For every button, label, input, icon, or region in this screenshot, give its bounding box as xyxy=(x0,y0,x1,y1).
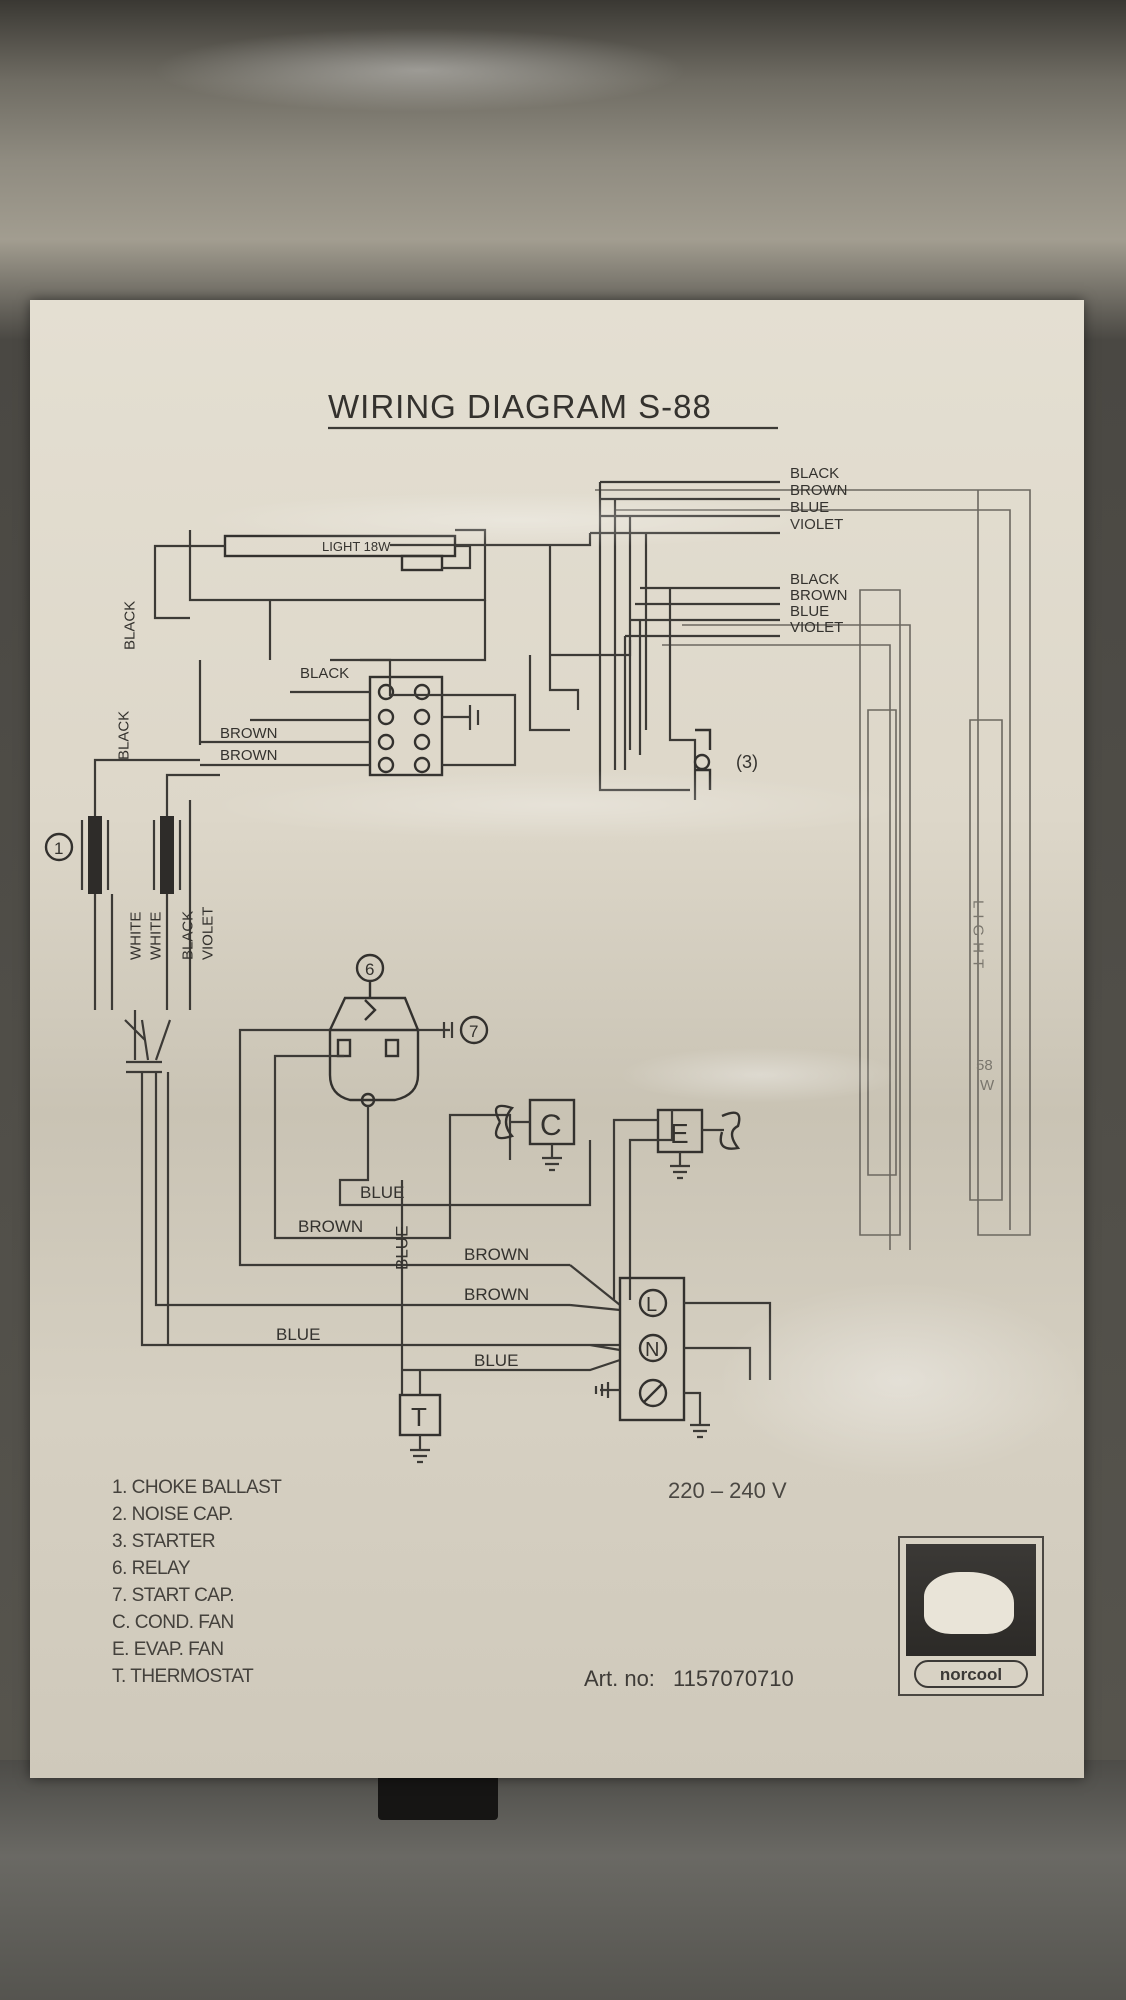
lamp-right-label-2: 58 xyxy=(976,1057,993,1074)
legend-item: 6. RELAY xyxy=(112,1558,191,1579)
starter: (3) xyxy=(693,728,758,790)
wire-label-black-top-2: BLACK xyxy=(790,571,839,588)
polar-bear-icon xyxy=(906,1544,1036,1656)
legend-item: E. EVAP. FAN xyxy=(112,1639,224,1660)
wire-label-brown-top: BROWN xyxy=(790,482,848,499)
wire-label-blue-therm: BLUE xyxy=(474,1351,518,1370)
lamp-right-label-3: W xyxy=(980,1077,995,1094)
voltage-label: 220 – 240 V xyxy=(668,1478,787,1503)
legend-item: 2. NOISE CAP. xyxy=(112,1504,233,1525)
article-number-label: Art. no: xyxy=(584,1666,655,1691)
wire-label-white-1: WHITE xyxy=(128,912,145,960)
evaporator-fan: E xyxy=(612,1108,741,1300)
top-wire-bundle xyxy=(390,480,780,800)
bear-shape-icon xyxy=(924,1572,1014,1634)
right-lamp-assembly: LIGHT 58 W xyxy=(595,489,1031,1250)
article-number-value: 1157070710 xyxy=(673,1666,794,1691)
top-lamp: LIGHT 18W xyxy=(153,528,487,660)
main-terminal: L N xyxy=(402,1264,772,1439)
wire-label-brown-top-2: BROWN xyxy=(790,587,848,604)
wire-label-blue-top-2: BLUE xyxy=(790,603,829,620)
wire-label-blue-relay: BLUE xyxy=(360,1183,404,1202)
wire-label-violet-top: VIOLET xyxy=(790,516,843,533)
legend-item: T. THERMOSTAT xyxy=(112,1666,254,1687)
wire-label-black-left: BLACK xyxy=(122,601,139,650)
wire-label-black-mid: BLACK xyxy=(300,665,349,682)
legend-item: 7. START CAP. xyxy=(112,1585,234,1606)
left-main-wires xyxy=(126,1019,570,1347)
condenser-fan: C xyxy=(494,1098,576,1172)
wire-label-white-2: WHITE xyxy=(148,912,165,960)
brand-name: norcool xyxy=(914,1660,1028,1688)
wire-label-brown-main-2: BROWN xyxy=(464,1285,529,1304)
wire-label-brown-main-1: BROWN xyxy=(464,1245,529,1264)
terminal-n-label: N xyxy=(645,1339,659,1361)
wiring-diagram-sheet: WIRING DIAGRAM S-88 LIGHT 58 W BLACK BRO… xyxy=(30,300,1084,1778)
fan-c-label: C xyxy=(540,1109,562,1142)
wire-label-black-top: BLACK xyxy=(790,465,839,482)
wire-label-brown-relay: BROWN xyxy=(298,1217,363,1236)
thermostat: T xyxy=(398,1370,442,1464)
wire-label-violet-v: VIOLET xyxy=(200,907,217,960)
wire-label-black-left-2: BLACK xyxy=(116,711,133,760)
thermostat-label: T xyxy=(411,1402,427,1432)
wire-label-black-v: BLACK xyxy=(180,911,197,960)
diagram-title: WIRING DIAGRAM S-88 xyxy=(328,388,712,425)
terminal-l-label: L xyxy=(646,1294,657,1316)
marker-1: 1 xyxy=(54,839,63,858)
component-legend: 1. CHOKE BALLAST 2. NOISE CAP. 3. STARTE… xyxy=(112,1474,282,1690)
wiring-diagram: WIRING DIAGRAM S-88 LIGHT 58 W BLACK BRO… xyxy=(44,388,1031,1464)
wire-label-blue-main: BLUE xyxy=(276,1325,320,1344)
legend-item: 3. STARTER xyxy=(112,1531,216,1552)
lamp-top-label: LIGHT 18W xyxy=(322,539,391,554)
wire-label-blue-vertical: BLUE xyxy=(393,1226,412,1270)
wire-label-violet-top-2: VIOLET xyxy=(790,619,843,636)
brand-logo: norcool xyxy=(898,1536,1044,1696)
legend-item: C. COND. FAN xyxy=(112,1612,234,1633)
fan-e-label: E xyxy=(670,1118,689,1149)
wire-label-blue-top: BLUE xyxy=(790,499,829,516)
marker-3: (3) xyxy=(736,752,758,772)
marker-7: 7 xyxy=(469,1022,478,1041)
article-number: Art. no: 1157070710 xyxy=(584,1666,794,1692)
mounting-tab xyxy=(378,1770,498,1820)
choke-ballast: 1 WHITE WHITE BLACK VIOLET xyxy=(44,758,220,1060)
marker-6: 6 xyxy=(365,960,374,979)
metal-housing xyxy=(0,1760,1126,2000)
legend-item: 1. CHOKE BALLAST xyxy=(112,1477,282,1498)
lamp-right-label-1: LIGHT xyxy=(970,900,987,974)
relay: 6 7 BLUE BROWN xyxy=(238,953,592,1267)
wire-label-brown-b: BROWN xyxy=(220,747,278,764)
terminal-block: BLACK BROWN BROWN xyxy=(198,600,517,777)
wire-label-brown-a: BROWN xyxy=(220,725,278,742)
